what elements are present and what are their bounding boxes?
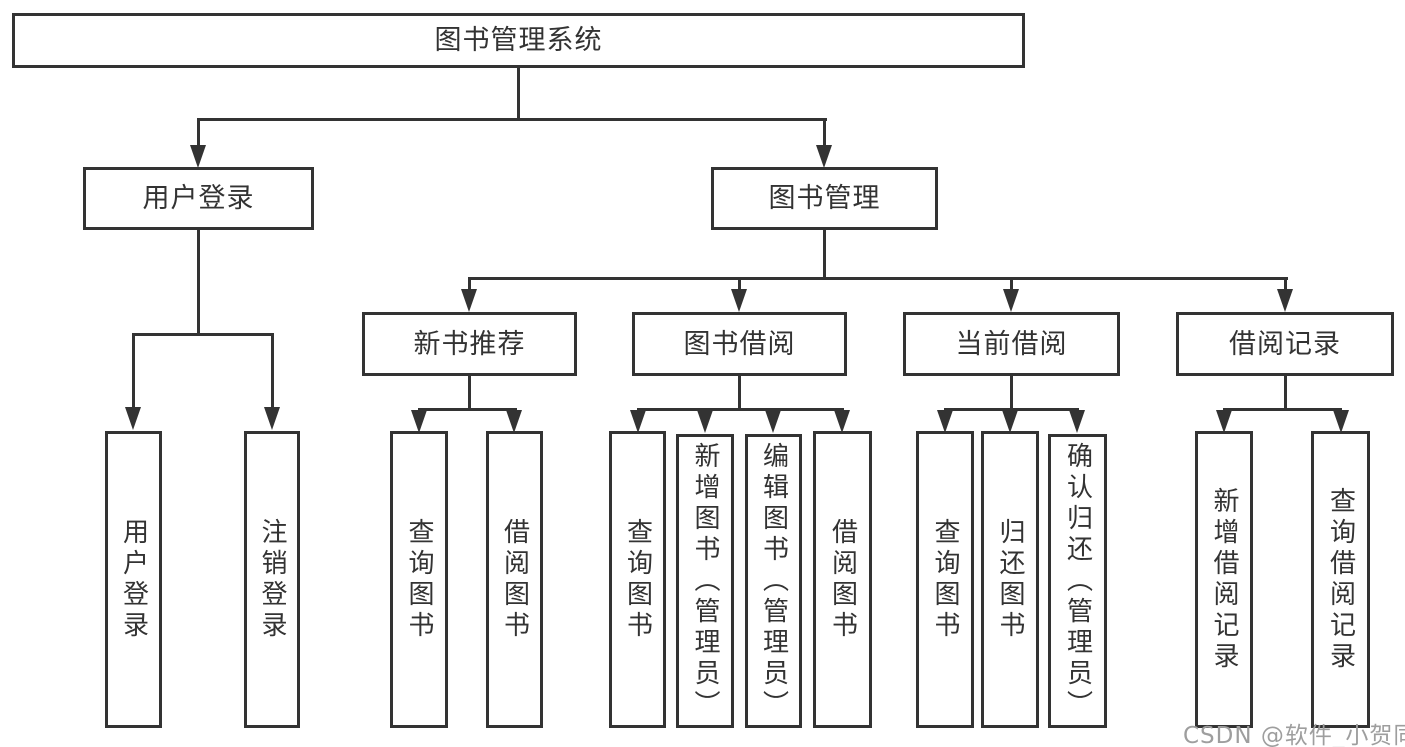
connector-line xyxy=(1010,374,1013,411)
leaf-query-books-current: 查询图书 xyxy=(916,431,974,728)
arrow-down-icon xyxy=(461,289,477,312)
arrow-down-icon xyxy=(1069,410,1085,433)
connector-line xyxy=(132,333,274,336)
node-borrowing-records: 借阅记录 xyxy=(1176,312,1394,376)
connector-line xyxy=(1284,374,1287,411)
leaf-confirm-return-admin: 确认归还（管理员） xyxy=(1048,434,1107,728)
leaf-query-books-borrowing: 查询图书 xyxy=(609,431,666,728)
connector-line xyxy=(197,118,200,148)
arrow-down-icon xyxy=(190,145,206,168)
arrow-down-icon xyxy=(816,145,832,168)
connector-line xyxy=(738,277,741,291)
leaf-logout: 注销登录 xyxy=(244,431,300,728)
connector-line xyxy=(468,374,471,411)
node-user-login: 用户登录 xyxy=(83,167,314,230)
connector-line xyxy=(197,118,827,121)
node-book-borrowing: 图书借阅 xyxy=(632,312,847,376)
arrow-down-icon xyxy=(1002,410,1018,433)
connector-line xyxy=(197,229,200,336)
leaf-query-books-recommend: 查询图书 xyxy=(390,431,448,728)
connector-line xyxy=(1284,277,1287,291)
node-new-book-recommend: 新书推荐 xyxy=(362,312,577,376)
connector-line xyxy=(271,333,274,409)
arrow-down-icon xyxy=(937,410,953,433)
node-library-management-system: 图书管理系统 xyxy=(12,13,1025,68)
leaf-edit-books-admin: 编辑图书（管理员） xyxy=(745,434,802,728)
connector-line xyxy=(944,408,1079,411)
leaf-return-books: 归还图书 xyxy=(981,431,1039,728)
arrow-down-icon xyxy=(1333,410,1349,433)
leaf-user-login: 用户登录 xyxy=(105,431,162,728)
arrow-down-icon xyxy=(264,407,280,430)
leaf-add-books-admin: 新增图书（管理员） xyxy=(676,434,734,728)
arrow-down-icon xyxy=(125,407,141,430)
arrow-down-icon xyxy=(1216,410,1232,433)
connector-line xyxy=(637,408,844,411)
connector-line xyxy=(823,118,826,148)
connector-line xyxy=(468,277,471,291)
arrow-down-icon xyxy=(765,410,781,433)
leaf-query-borrow-record: 查询借阅记录 xyxy=(1311,431,1370,728)
node-book-management: 图书管理 xyxy=(711,167,938,230)
connector-line xyxy=(1010,277,1013,291)
node-current-borrowing: 当前借阅 xyxy=(903,312,1120,376)
connector-line xyxy=(517,67,520,121)
leaf-add-borrow-record: 新增借阅记录 xyxy=(1195,431,1253,728)
csdn-watermark: CSDN @软件_小贺同学 xyxy=(1183,723,1405,747)
connector-line xyxy=(1223,408,1342,411)
arrow-down-icon xyxy=(834,410,850,433)
leaf-borrow-books: 借阅图书 xyxy=(813,431,872,728)
arrow-down-icon xyxy=(506,410,522,433)
arrow-down-icon xyxy=(630,410,646,433)
arrow-down-icon xyxy=(731,289,747,312)
arrow-down-icon xyxy=(1003,289,1019,312)
arrow-down-icon xyxy=(1277,289,1293,312)
connector-line xyxy=(132,333,135,409)
arrow-down-icon xyxy=(411,410,427,433)
connector-line xyxy=(418,408,517,411)
connector-line xyxy=(823,229,826,280)
connector-line xyxy=(468,277,1288,280)
arrow-down-icon xyxy=(697,410,713,433)
connector-line xyxy=(738,374,741,411)
leaf-borrow-books-recommend: 借阅图书 xyxy=(486,431,543,728)
